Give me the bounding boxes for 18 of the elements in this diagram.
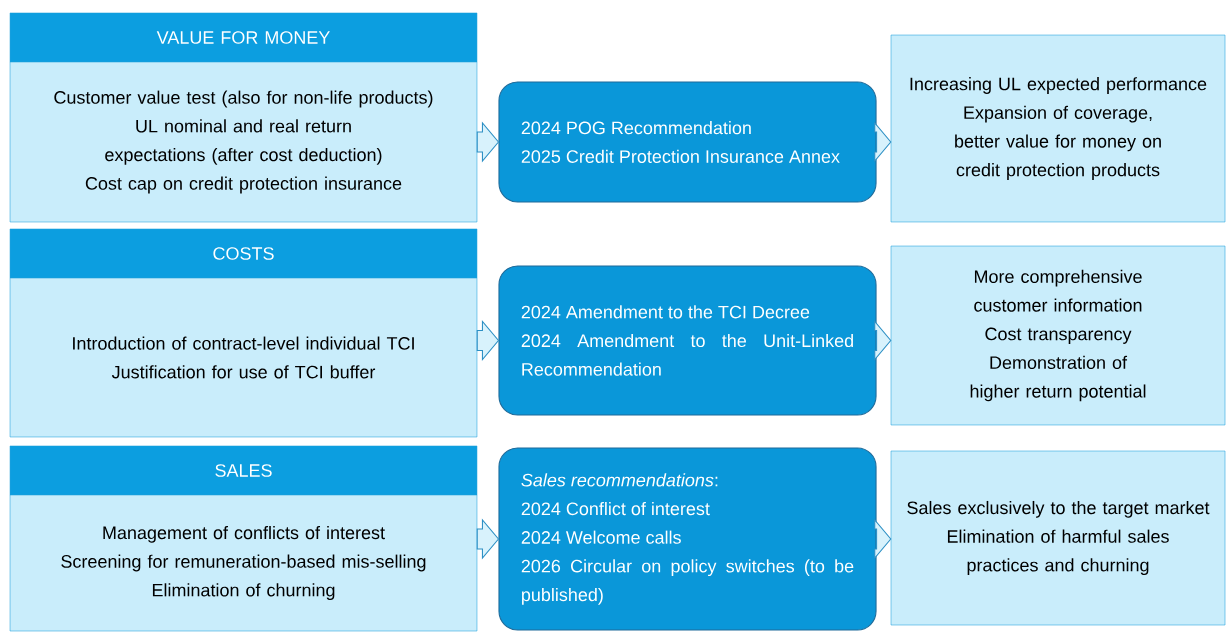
block-arrow xyxy=(476,518,500,560)
block-arrow xyxy=(874,518,892,560)
header-band: COSTS xyxy=(9,228,478,279)
block-arrow xyxy=(874,320,892,361)
block-arrow xyxy=(476,320,500,361)
block-arrow xyxy=(476,121,500,163)
text-box: Customer value test (also for non-life products) UL nominal and real return expectations (after cost deduction) Cost cap on credit protection insurance xyxy=(9,61,478,223)
rounded-box: 2024 Amendment to the TCI Decree 2024 Amendment to the Unit-Linked Recommendation xyxy=(498,265,877,416)
text-box: Introduction of contract-level individual TCI Justification for use of TCI buffer xyxy=(9,277,478,438)
text-box: Management of conflicts of interest Screening for remuneration-based mis-selling Elimination of churning xyxy=(9,494,478,632)
header-band: VALUE FOR MONEY xyxy=(9,12,478,63)
header-band: SALES xyxy=(9,445,478,496)
rounded-box: 2024 POG Recommendation 2025 Credit Protection Insurance Annex xyxy=(498,81,877,203)
block-arrow xyxy=(874,121,892,163)
result-box: Increasing UL expected performance Expansion of coverage, better value for money on credit protection products xyxy=(890,34,1226,223)
result-box: More comprehensive customer information Cost transparency Demonstration of higher return potential xyxy=(890,245,1226,426)
result-box: Sales exclusively to the target market Elimination of harmful sales practices and churning xyxy=(890,450,1226,626)
rounded-box: Sales recommendations: 2024 Conflict of interest 2024 Welcome calls 2026 Circular on policy switches (to be published) xyxy=(498,447,877,631)
